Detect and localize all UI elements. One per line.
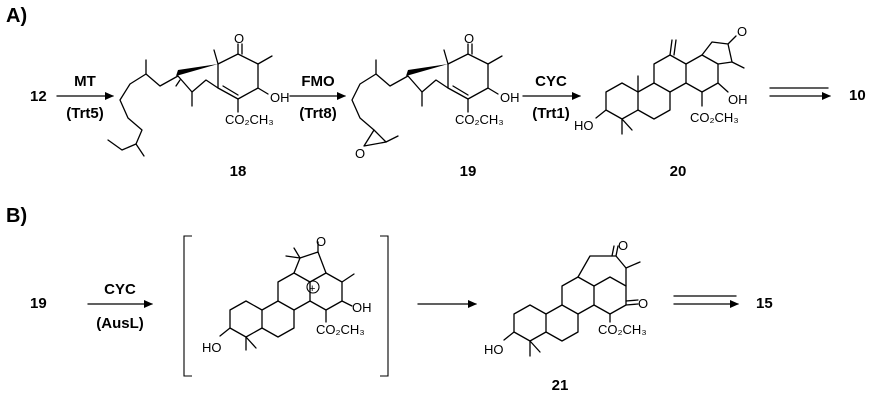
cation-intermediate: O OH CO₂CH₃ + HO xyxy=(202,234,372,355)
oxo-18: O xyxy=(234,31,244,46)
oxo-21-bottom: O xyxy=(638,296,648,311)
oxo-int: O xyxy=(316,234,326,249)
panel-a-label: A) xyxy=(6,5,27,27)
ester-20: CO₂CH₃ xyxy=(690,110,739,125)
structure-18: O OH CO₂CH₃ xyxy=(107,31,290,157)
oxo-21-top: O xyxy=(618,238,628,253)
structure-20: O OH CO₂CH₃ HO xyxy=(574,24,748,135)
ester-18: CO₂CH₃ xyxy=(225,112,274,127)
panel-b-label: B) xyxy=(6,205,27,227)
cation-sign: + xyxy=(309,283,315,295)
compound-21-label: 21 xyxy=(552,377,569,394)
oh-20: OH xyxy=(728,92,748,107)
oh-18: OH xyxy=(270,90,290,105)
oh-19: OH xyxy=(500,90,520,105)
step4-gene: (AusL) xyxy=(96,315,144,332)
step2-enzyme: FMO xyxy=(301,73,335,90)
ester-21: CO₂CH₃ xyxy=(598,322,647,337)
bracket-right xyxy=(380,235,389,377)
oxo-19: O xyxy=(464,31,474,46)
ester-19: CO₂CH₃ xyxy=(455,112,504,127)
compound-15-label: 15 xyxy=(756,295,773,312)
compound-12-label: 12 xyxy=(30,88,47,105)
oh-int: OH xyxy=(352,300,372,315)
step3-enzyme: CYC xyxy=(535,73,567,90)
step2-gene: (Trt8) xyxy=(299,105,337,122)
ester-int: CO₂CH₃ xyxy=(316,322,365,337)
structure-19: O OH CO₂CH₃ O xyxy=(351,31,520,161)
structure-21: O O CO₂CH₃ HO xyxy=(484,238,648,357)
epoxide-o: O xyxy=(355,146,365,161)
compound-10-label: 10 xyxy=(849,87,866,104)
ho-21: HO xyxy=(484,342,504,357)
ho-int: HO xyxy=(202,340,222,355)
ho-20: HO xyxy=(574,118,594,133)
bracket-left xyxy=(183,235,192,377)
step1-enzyme: MT xyxy=(74,73,96,90)
step3-gene: (Trt1) xyxy=(532,105,570,122)
compound-19-label: 19 xyxy=(460,163,477,180)
compound-20-label: 20 xyxy=(670,163,687,180)
compound-19b-label: 19 xyxy=(30,295,47,312)
compound-18-label: 18 xyxy=(230,163,247,180)
oxo-20: O xyxy=(737,24,747,39)
step1-gene: (Trt5) xyxy=(66,105,104,122)
step4-enzyme: CYC xyxy=(104,281,136,298)
